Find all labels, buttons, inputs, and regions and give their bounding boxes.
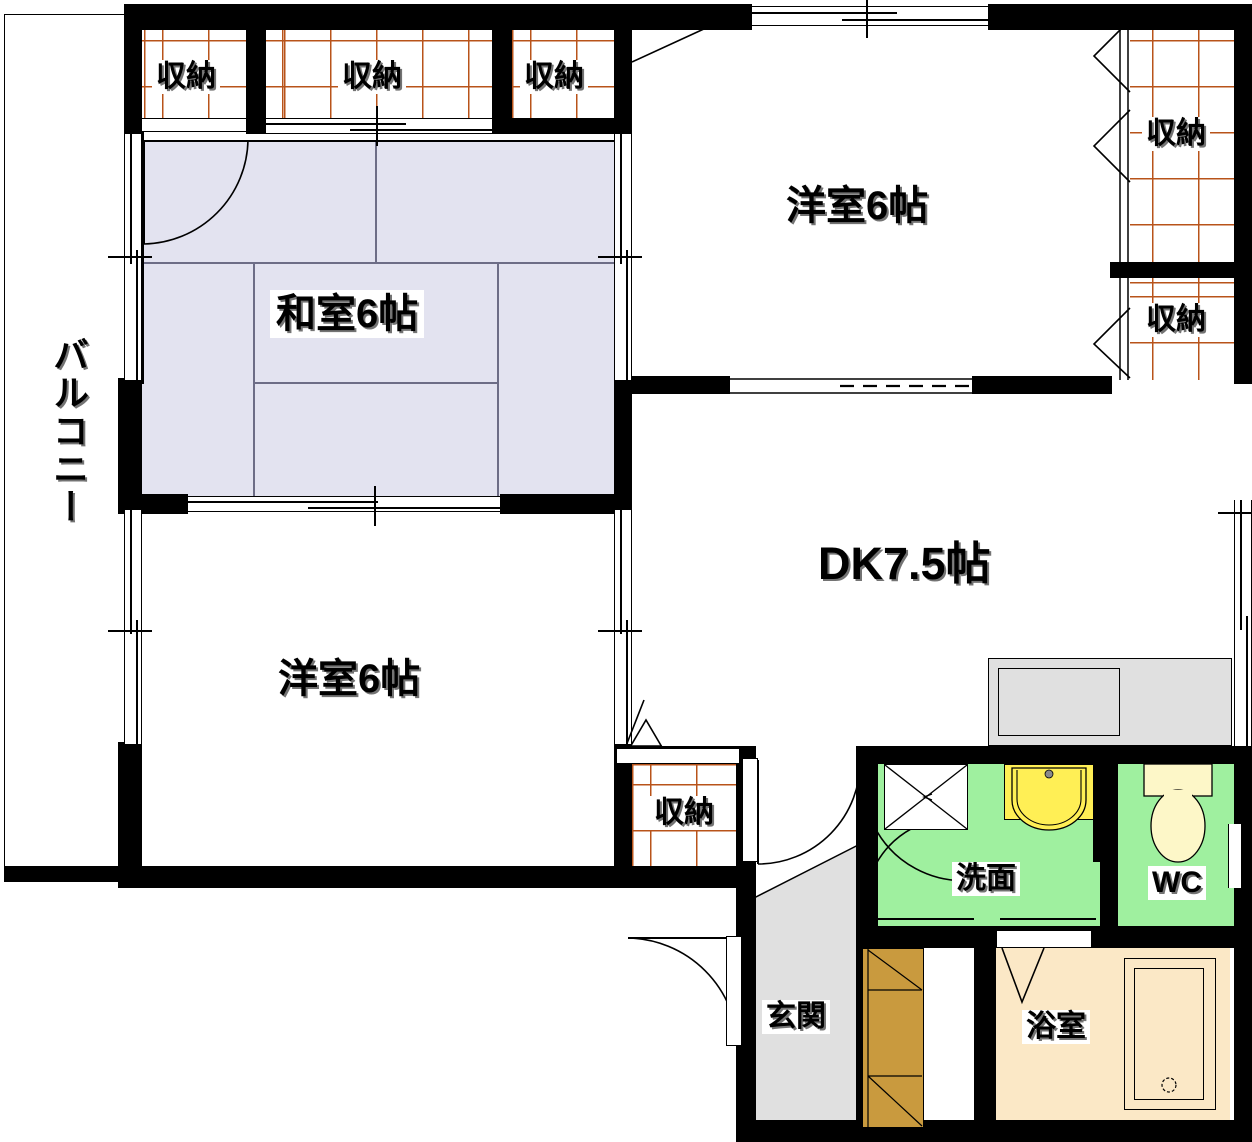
closet-south-area: [628, 762, 738, 874]
tatami-joint: [133, 262, 617, 264]
wc-label: WC: [1148, 866, 1206, 900]
wall-closet-nw-base-left: [124, 118, 144, 134]
corridor-door-leaf[interactable]: [742, 758, 758, 862]
yoshitsu-north-top-window[interactable]: [752, 6, 988, 26]
wall-washitsu-bottom-left: [118, 494, 188, 514]
genkan-label: 玄関: [762, 1000, 830, 1034]
wall-bottom-left: [4, 866, 142, 882]
tatami-joint: [253, 262, 255, 506]
hallway-door-north[interactable]: [757, 759, 862, 866]
wall-bottom-outer: [736, 1120, 1252, 1142]
genkan-door-leaf[interactable]: [726, 936, 742, 1046]
balcony-label: バルコニー: [48, 332, 89, 530]
window-tick: [374, 486, 376, 526]
vanity-basin: [1004, 764, 1094, 832]
closet-south-fold-door[interactable]: [624, 718, 668, 756]
kitchen-sink-basin: [998, 668, 1120, 736]
balcony-sliding-door-yoshitsu-south[interactable]: [124, 510, 142, 744]
wall-washer-divider: [860, 762, 874, 862]
wall-dk-left-upper: [614, 376, 632, 516]
wall-washitsu-left: [118, 378, 142, 510]
wall-washitsu-bottom-right: [500, 494, 632, 514]
closet-ne-1-label: 収納: [1142, 117, 1210, 151]
wall-right-outer-top: [1234, 4, 1252, 384]
wall-closet-nw-base-mid: [246, 118, 266, 134]
wall-stub-senmen-bottom-left: [856, 906, 878, 946]
senmen-cabinet-line-left: [878, 918, 974, 920]
yokushitsu-door-leaf[interactable]: [996, 930, 1092, 948]
window-tick: [866, 0, 868, 38]
dk-label: DK7.5帖: [812, 537, 997, 590]
yoshitsu-north-left-fold[interactable]: [631, 24, 742, 66]
yoshitsu-south-entry-door[interactable]: [622, 699, 668, 748]
wall-yokushitsu-left: [974, 926, 996, 1142]
window-tick: [598, 630, 642, 632]
yoshitsu-south-right-door[interactable]: [614, 510, 632, 744]
closet-ne-2-fold-door[interactable]: [1092, 278, 1132, 380]
tatami-joint: [253, 382, 497, 384]
closet-nw-2-label: 収納: [338, 60, 406, 94]
wc-door[interactable]: [1228, 824, 1242, 888]
closet-south-label: 収納: [650, 796, 718, 830]
wall-closet-ne-mid: [1110, 262, 1252, 278]
bathtub-drain-icon: [1160, 1076, 1178, 1094]
yoshitsu-north-label: 洋室6帖: [780, 182, 935, 230]
genkan-corridor-shape: [749, 837, 873, 908]
window-tick: [1218, 512, 1252, 514]
trim-left-inner2: [142, 134, 144, 384]
senmen-cabinet-line-right: [1000, 918, 1096, 920]
window-tick: [376, 106, 378, 146]
shoe-cabinet: [862, 948, 924, 1128]
closet-south-door-panel[interactable]: [616, 748, 740, 764]
wall-yoshitsu-s-bottom: [118, 866, 756, 888]
dk-right-window[interactable]: [1234, 500, 1252, 746]
wall-closet-div-2: [492, 4, 512, 134]
washitsu-entry-door[interactable]: [142, 139, 250, 246]
yokushitsu-label: 浴室: [1022, 1010, 1090, 1044]
kitchen-counter: [988, 658, 1232, 746]
wall-closet-ne-left: [1110, 262, 1132, 278]
wall-dk-top-right: [972, 376, 1112, 394]
closet-ne-2-label: 収納: [1142, 303, 1210, 337]
senmen-label: 洗面: [952, 862, 1020, 896]
closet-ne-2-area: [1130, 274, 1250, 380]
shoe-cabinet-doors: [862, 948, 924, 1128]
toilet-fixture: [1140, 763, 1216, 874]
wall-vanity-divider: [1093, 762, 1105, 862]
washing-machine-pan-cross: [884, 764, 968, 830]
wall-left-outer-lower: [118, 742, 142, 882]
genkan-entrance-door[interactable]: [627, 937, 740, 1050]
wall-closet-div-3: [614, 4, 632, 134]
yokushitsu-door[interactable]: [1000, 947, 1048, 1005]
closet-nw-1-label: 収納: [152, 60, 220, 94]
yoshitsu-north-dk-door[interactable]: [730, 376, 972, 396]
wall-closet-div-1: [246, 4, 266, 134]
closet-ne-1-fold-door[interactable]: [1092, 18, 1132, 262]
closet-nw-1-door[interactable]: [142, 118, 246, 132]
trim-washitsu-top: [142, 140, 618, 142]
tatami-joint: [497, 262, 499, 506]
wall-top: [124, 4, 752, 30]
window-tick: [108, 630, 152, 632]
wall-dk-top-left: [620, 376, 730, 394]
yoshitsu-south-label: 洋室6帖: [272, 655, 427, 703]
wall-corridor-top: [856, 746, 1252, 764]
window-tick: [108, 256, 152, 258]
washitsu-bottom-sliding-door[interactable]: [188, 496, 500, 512]
wall-left-outer-top: [124, 4, 142, 134]
closet-nw-3-label: 収納: [520, 60, 588, 94]
window-tick: [598, 256, 642, 258]
tatami-joint: [375, 142, 377, 262]
wall-closet-nw-base-right: [492, 118, 632, 134]
wall-yoshitsu-s-right: [614, 742, 632, 888]
closet-nw-2-door[interactable]: [266, 118, 492, 134]
washitsu-label: 和室6帖: [270, 290, 425, 338]
